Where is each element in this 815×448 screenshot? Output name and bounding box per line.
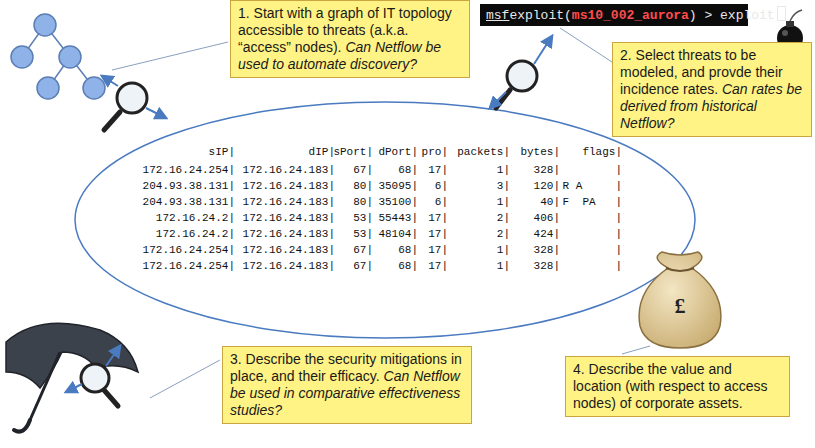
- table-cell: 48104|: [378, 228, 418, 241]
- callout-box: 2. Select threats to be modeled, and pro…: [612, 42, 812, 137]
- table-cell: 67|: [353, 244, 373, 257]
- table-cell: 172.16.24.2|: [156, 212, 235, 225]
- table-cell: |: [615, 260, 622, 273]
- table-cell: 172.16.24.183|: [243, 228, 335, 241]
- magnifier: [102, 76, 166, 130]
- table-cell: 328|: [534, 244, 560, 257]
- table-header: packets|: [457, 146, 510, 159]
- table-cell: 172.16.24.254|: [143, 260, 235, 273]
- table-cell: 55443|: [378, 212, 418, 225]
- table-cell: 68|: [398, 164, 418, 177]
- table-cell: 172.16.24.254|: [143, 244, 235, 257]
- magnifier: [490, 36, 552, 108]
- table-cell: 1|: [497, 164, 510, 177]
- table-cell: 40|: [540, 196, 560, 209]
- table-cell: 68|: [398, 244, 418, 257]
- table-cell: 172.16.24.183|: [243, 260, 335, 273]
- netflow-ellipse: [75, 102, 695, 338]
- topology-graph: [11, 14, 105, 99]
- table-cell: 172.16.24.183|: [243, 180, 335, 193]
- table-cell: |: [615, 212, 622, 225]
- table-cell: 1|: [497, 196, 510, 209]
- table-cell: 406|: [534, 212, 560, 225]
- table-cell: 80|: [353, 196, 373, 209]
- table-cell: 172.16.24.183|: [243, 164, 335, 177]
- table-header: sPort|: [333, 146, 373, 159]
- table-cell: 120|: [534, 180, 560, 193]
- table-cell: F PA |: [563, 196, 622, 209]
- umbrella: [6, 323, 138, 431]
- table-header: bytes|: [520, 146, 560, 159]
- currency-symbol: £: [675, 293, 686, 319]
- table-cell: 53|: [353, 212, 373, 225]
- table-cell: R A |: [563, 180, 622, 193]
- callout-box: 1. Start with a graph of IT topology acc…: [230, 0, 470, 78]
- table-cell: 172.16.24.183|: [243, 212, 335, 225]
- table-cell: |: [615, 228, 622, 241]
- table-cell: 68|: [398, 260, 418, 273]
- terminal-text: msf: [486, 8, 509, 23]
- table-cell: 328|: [534, 164, 560, 177]
- table-cell: |: [615, 164, 622, 177]
- terminal-text: exploit(: [509, 8, 571, 23]
- table-cell: 6|: [435, 196, 448, 209]
- callout-box: 4. Describe the value and location (with…: [565, 356, 790, 417]
- table-header: dIP|: [309, 146, 335, 159]
- table-header: sIP|: [209, 146, 235, 159]
- table-cell: 1|: [497, 244, 510, 257]
- table-cell: 1|: [497, 260, 510, 273]
- table-cell: 53|: [353, 228, 373, 241]
- table-cell: 17|: [428, 244, 448, 257]
- step-text: 4. Describe the value and location (with…: [573, 361, 768, 411]
- leader-line: [112, 28, 650, 398]
- table-cell: 2|: [497, 212, 510, 225]
- table-cell: 6|: [435, 180, 448, 193]
- table-cell: |: [615, 244, 622, 257]
- table-header: pro|: [422, 146, 448, 159]
- table-cell: 172.16.24.183|: [243, 244, 335, 257]
- table-cell: 17|: [428, 212, 448, 225]
- table-cell: 67|: [353, 164, 373, 177]
- table-cell: 424|: [534, 228, 560, 241]
- cursor: [777, 6, 786, 21]
- table-header: flags|: [582, 146, 622, 159]
- table-cell: 172.16.24.183|: [243, 196, 335, 209]
- magnifier: [66, 346, 120, 406]
- table-cell: 17|: [428, 260, 448, 273]
- table-cell: 17|: [428, 164, 448, 177]
- table-cell: 2|: [497, 228, 510, 241]
- table-cell: 204.93.38.131|: [143, 196, 235, 209]
- table-cell: 204.93.38.131|: [143, 180, 235, 193]
- table-cell: 3|: [497, 180, 510, 193]
- table-cell: 172.16.24.254|: [143, 164, 235, 177]
- table-cell: 80|: [353, 180, 373, 193]
- table-cell: 328|: [534, 260, 560, 273]
- table-cell: 35095|: [378, 180, 418, 193]
- table-header: dPort|: [378, 146, 418, 159]
- money-bag: [639, 252, 721, 348]
- table-cell: 67|: [353, 260, 373, 273]
- table-cell: 17|: [428, 228, 448, 241]
- table-cell: 172.16.24.2|: [156, 228, 235, 241]
- terminal-line: msfexploit(ms10_002_aurora) > exploit: [486, 6, 786, 24]
- callout-box: 3. Describe the security mitigations in …: [222, 346, 472, 424]
- terminal-text: ms10_002_aurora: [572, 8, 689, 23]
- table-cell: 35100|: [378, 196, 418, 209]
- terminal-text: ) > exploit: [689, 8, 775, 23]
